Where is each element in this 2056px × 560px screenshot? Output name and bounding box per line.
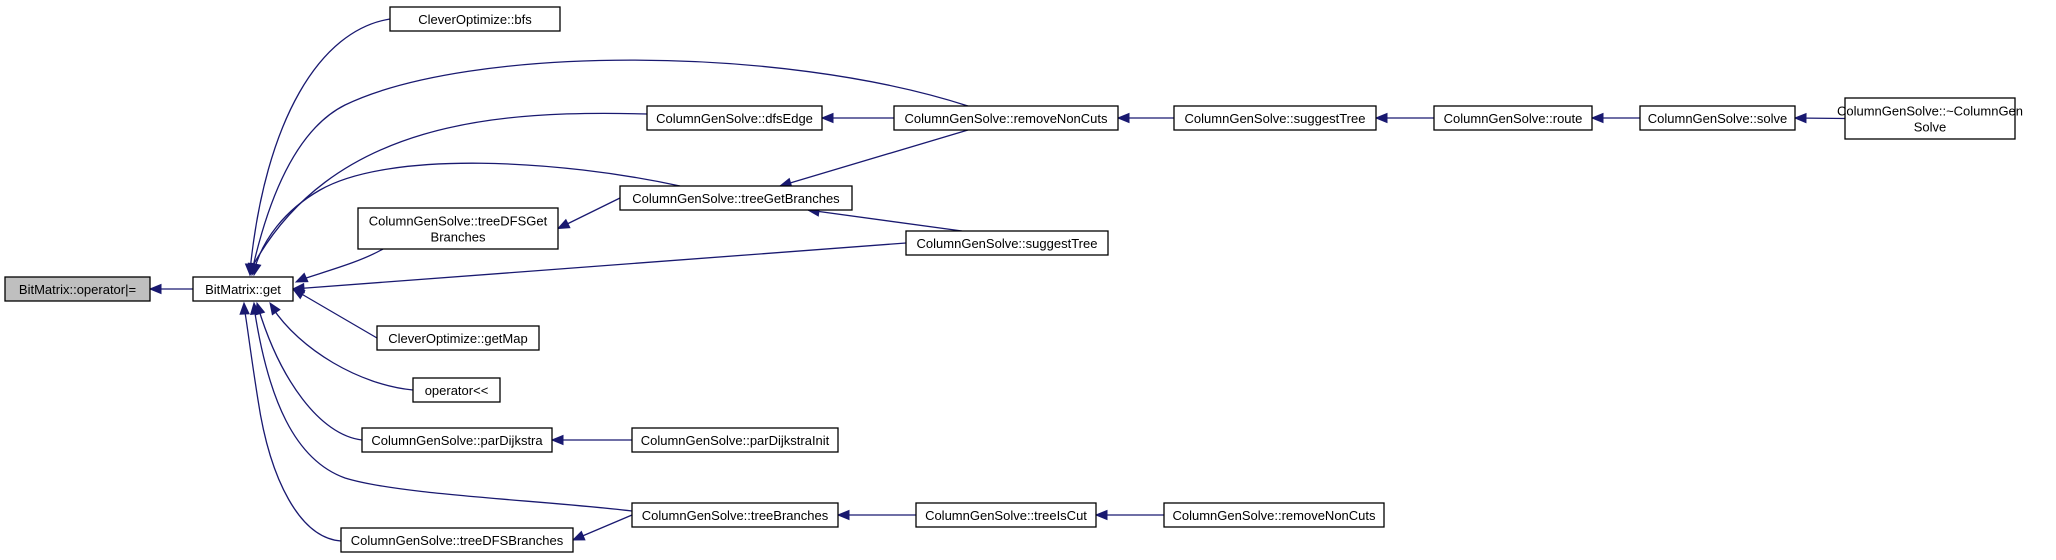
node-label: ColumnGenSolve::dfsEdge [656,111,813,126]
node-removeNonCuts1[interactable]: ColumnGenSolve::removeNonCuts [893,105,1119,131]
node-box [192,276,294,302]
node-label: ColumnGenSolve::treeIsCut [925,508,1087,523]
edge-dtor-to-solve-arrowhead [1793,112,1807,124]
edge-treeDFSBranches-to-get-arrowhead [239,301,250,315]
node-label: BitMatrix::operator|= [19,282,136,297]
node-label: ColumnGenSolve::removeNonCuts [904,111,1108,126]
node-box [412,377,501,403]
node-label: ColumnGenSolve::solve [1648,111,1787,126]
node-box [361,427,553,453]
node-label: CleverOptimize::bfs [418,12,532,27]
node-box [340,527,574,553]
node-box [893,105,1119,131]
edge-bfs-to-get [249,18,391,272]
node-label: ColumnGenSolve::suggestTree [917,236,1098,251]
node-label: ColumnGenSolve::suggestTree [1185,111,1366,126]
node-label: ColumnGenSolve::route [1444,111,1583,126]
node-label: BitMatrix::get [205,282,281,297]
node-label: Solve [1914,120,1947,135]
node-label: ColumnGenSolve::treeDFSBranches [351,533,564,548]
node-box [905,230,1109,256]
edge-parDijkstraInit-to-parDijkstra-arrowhead [550,434,564,446]
node-treeGetBranches[interactable]: ColumnGenSolve::treeGetBranches [619,185,853,211]
node-box [376,325,540,351]
edge-treeIsCut-to-treeBranches-arrowhead [836,509,850,521]
node-label: Branches [431,230,486,245]
node-getMap[interactable]: CleverOptimize::getMap [376,325,540,351]
node-box [619,185,853,211]
node-box [1844,97,2016,140]
edge-treeBranches-to-treeDFSBranches-arrowhead [571,530,586,541]
node-parDijkstraInit[interactable]: ColumnGenSolve::parDijkstraInit [631,427,839,453]
node-treeBranches[interactable]: ColumnGenSolve::treeBranches [631,502,839,528]
node-label: ColumnGenSolve::treeBranches [642,508,829,523]
nodes-layer: BitMatrix::operator|=BitMatrix::getCleve… [4,6,2023,553]
node-box [1163,502,1385,528]
node-route[interactable]: ColumnGenSolve::route [1433,105,1593,131]
edge-dfsEdge-to-get [249,112,648,272]
node-suggestTree1[interactable]: ColumnGenSolve::suggestTree [1173,105,1377,131]
node-box [4,276,151,302]
edge-treeGetBranches-to-treeDFSGetBranches-arrowhead [556,218,571,230]
node-suggestTree2[interactable]: ColumnGenSolve::suggestTree [905,230,1109,256]
node-dfsEdge[interactable]: ColumnGenSolve::dfsEdge [646,105,823,131]
edge-removeNonCuts1-to-treeGetBranches [779,129,969,187]
edge-treeDFSGetBranches-to-get [299,248,384,281]
node-solve[interactable]: ColumnGenSolve::solve [1639,105,1796,131]
node-box [915,502,1097,528]
node-box [1173,105,1377,131]
node-treeIsCut[interactable]: ColumnGenSolve::treeIsCut [915,502,1097,528]
node-box [389,6,561,32]
node-dtor[interactable]: ColumnGenSolve::~ColumnGenSolve [1837,97,2023,140]
edge-route-to-suggestTree1-arrowhead [1374,112,1388,124]
node-parDijkstra[interactable]: ColumnGenSolve::parDijkstra [361,427,553,453]
edge-suggestTree1-to-removeNonCuts1-arrowhead [1116,112,1130,124]
edges-layer [148,18,1846,542]
edge-parDijkstra-to-get [257,306,363,441]
node-bfs[interactable]: CleverOptimize::bfs [389,6,561,32]
edge-removeNonCuts1-to-dfsEdge-arrowhead [820,112,834,124]
edge-treeBranches-to-get-arrowhead [249,301,261,315]
edge-treeGetBranches-to-get-arrowhead [251,262,262,277]
node-box [1639,105,1796,131]
edge-treeGetBranches-to-treeDFSGetBranches [557,197,621,230]
node-box [631,502,839,528]
edge-suggestTree2-to-treeGetBranches [807,209,963,232]
edge-treeDFSBranches-to-get [243,306,342,542]
node-label: CleverOptimize::getMap [388,331,527,346]
edge-removeNonCuts1-to-get [251,59,969,272]
node-removeNonCuts2[interactable]: ColumnGenSolve::removeNonCuts [1163,502,1385,528]
edge-getMap-to-get [292,288,378,339]
node-box [1433,105,1593,131]
edge-treeDFSGetBranches-to-get-arrowhead [294,272,309,283]
edge-opShift-to-get-arrowhead [269,301,281,316]
node-label: ColumnGenSolve::removeNonCuts [1172,508,1376,523]
edge-treeBranches-to-get [253,306,633,512]
node-label: ColumnGenSolve::parDijkstraInit [641,433,830,448]
edge-solve-to-route-arrowhead [1590,112,1604,124]
edge-removeNonCuts2-to-treeIsCut-arrowhead [1094,509,1108,521]
node-label: operator<< [425,383,489,398]
edge-suggestTree2-to-get [292,242,907,290]
node-root[interactable]: BitMatrix::operator|= [4,276,151,302]
edge-get-to-root-arrowhead [148,283,162,295]
edge-treeGetBranches-to-get [253,162,681,272]
node-treeDFSBranches[interactable]: ColumnGenSolve::treeDFSBranches [340,527,574,553]
node-box [357,207,559,250]
node-label: ColumnGenSolve::~ColumnGen [1837,104,2023,119]
edge-getMap-to-get-arrowhead [291,288,306,300]
node-label: ColumnGenSolve::treeGetBranches [632,191,840,206]
node-label: ColumnGenSolve::parDijkstra [371,433,543,448]
node-box [631,427,839,453]
node-box [646,105,823,131]
node-opShift[interactable]: operator<< [412,377,501,403]
node-label: ColumnGenSolve::treeDFSGet [369,214,548,229]
node-get[interactable]: BitMatrix::get [192,276,294,302]
edge-opShift-to-get [271,306,414,391]
